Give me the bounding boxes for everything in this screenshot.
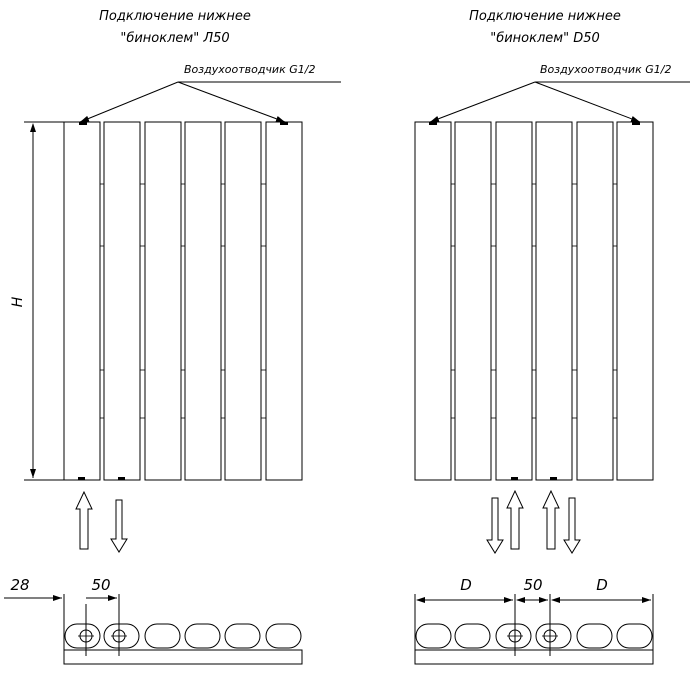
left-vent-2-icon xyxy=(280,122,288,125)
left-plan-section-4 xyxy=(184,623,221,649)
right-bottom-port-1-icon xyxy=(511,477,518,480)
left-radiator-sections xyxy=(63,121,303,481)
right-radiator-sections xyxy=(414,121,654,481)
right-plan-section-4 xyxy=(535,623,572,649)
height-dimension: H xyxy=(10,121,64,481)
right-section-2 xyxy=(454,121,492,481)
right-plan-base xyxy=(414,649,654,665)
right-return-arrow-1-down-icon xyxy=(486,497,504,554)
right-plan-section-1 xyxy=(415,623,452,649)
right-plan-section-5 xyxy=(576,623,613,649)
right-title-line2: "биноклем" D50 xyxy=(490,31,600,46)
right-plan-view xyxy=(414,623,654,665)
left-return-arrow-down-icon xyxy=(110,499,128,553)
right-plan-section-2 xyxy=(454,623,491,649)
left-title-line1: Подключение нижнее xyxy=(99,9,251,24)
right-bottom-port-2-icon xyxy=(550,477,557,480)
right-vent-label: Воздухоотводчик G1/2 xyxy=(540,63,671,76)
right-return-arrow-2-down-icon xyxy=(563,497,581,554)
left-vent-leader-2 xyxy=(177,81,286,123)
right-plan-section-6 xyxy=(616,623,653,649)
left-plan-section-6 xyxy=(265,623,302,649)
right-vent-1-icon xyxy=(429,122,437,125)
left-plan-section-3 xyxy=(144,623,181,649)
left-spacing-label: 50 xyxy=(91,576,110,594)
left-section-6 xyxy=(265,121,303,481)
right-view: Подключение нижнее "биноклем" D50 Воздух… xyxy=(414,9,690,665)
left-plan-section-1 xyxy=(64,623,101,649)
left-plan-section-5 xyxy=(224,623,261,649)
right-dim-left-label: D xyxy=(460,576,472,594)
left-section-5 xyxy=(224,121,262,481)
right-section-4 xyxy=(535,121,573,481)
right-section-3 xyxy=(495,121,533,481)
left-view: Подключение нижнее "биноклем" Л50 Воздух… xyxy=(4,9,341,665)
right-vent-leader-1 xyxy=(429,81,536,123)
right-vent-2-icon xyxy=(632,122,640,125)
right-title-line1: Подключение нижнее xyxy=(469,9,621,24)
left-bottom-port-1-icon xyxy=(78,477,85,480)
left-section-4 xyxy=(184,121,222,481)
right-section-5 xyxy=(576,121,614,481)
left-plan-dimensions xyxy=(4,594,120,656)
right-spacing-label: 50 xyxy=(523,576,542,594)
right-dim-right-label: D xyxy=(596,576,608,594)
right-plan-dimensions xyxy=(414,594,654,656)
right-vent-leader-2 xyxy=(534,81,641,123)
left-section-2 xyxy=(103,121,141,481)
left-plan-section-2 xyxy=(103,623,140,649)
height-label: H xyxy=(10,296,26,307)
left-title-line2: "биноклем" Л50 xyxy=(120,31,229,46)
right-supply-arrow-1-up-icon xyxy=(506,489,524,550)
left-plan-base xyxy=(63,649,303,665)
left-offset-label: 28 xyxy=(10,576,29,594)
left-vent-leader-1 xyxy=(79,81,179,123)
right-section-6 xyxy=(616,121,654,481)
left-supply-arrow-up-icon xyxy=(75,490,93,550)
right-supply-arrow-2-up-icon xyxy=(542,489,560,550)
right-section-1 xyxy=(414,121,452,481)
left-plan-view xyxy=(63,623,303,665)
left-section-3 xyxy=(144,121,182,481)
left-bottom-port-2-icon xyxy=(118,477,125,480)
left-section-1 xyxy=(63,121,101,481)
left-vent-label: Воздухоотводчик G1/2 xyxy=(184,63,315,76)
right-plan-section-3 xyxy=(495,623,532,649)
left-vent-1-icon xyxy=(79,122,87,125)
